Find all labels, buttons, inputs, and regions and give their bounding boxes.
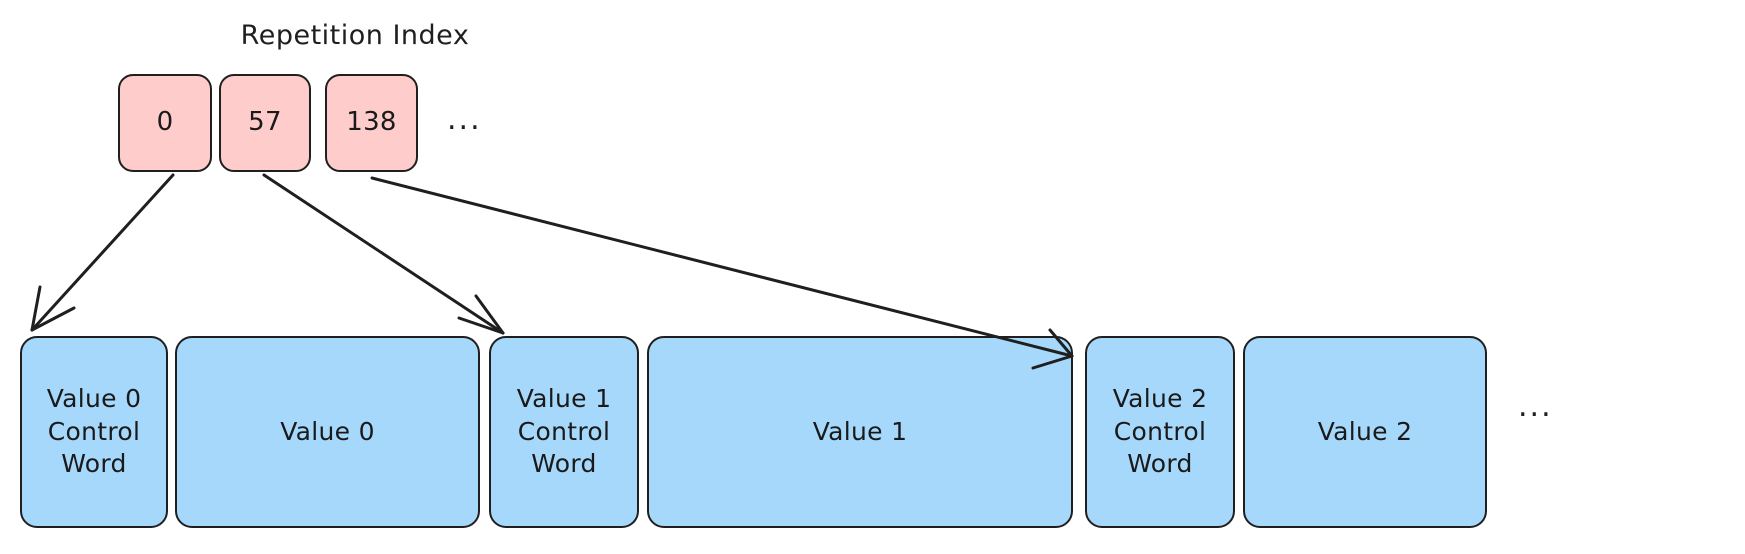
value-1-block[interactable]: Value 1 [647, 336, 1073, 528]
block-label: Value 0 Control Word [46, 384, 142, 479]
block-label: Value 2 Control Word [1112, 384, 1208, 479]
repetition-index-ellipsis: ... [447, 102, 482, 137]
value-row-ellipsis: ... [1518, 389, 1553, 424]
block-label: Value 1 Control Word [516, 384, 612, 479]
value-0-control-word-block[interactable]: Value 0 Control Word [20, 336, 168, 528]
block-label: Value 1 [812, 416, 908, 446]
repetition-index-cell-0[interactable]: 0 [118, 74, 212, 172]
value-2-control-word-block[interactable]: Value 2 Control Word [1085, 336, 1235, 528]
repetition-index-cell-1[interactable]: 57 [219, 74, 311, 172]
value-2-block[interactable]: Value 2 [1243, 336, 1487, 528]
block-label: Value 0 [280, 416, 375, 446]
arrow-index1-to-value1-control-word [262, 173, 505, 335]
value-0-block[interactable]: Value 0 [175, 336, 480, 528]
repetition-index-cell-2[interactable]: 138 [325, 74, 418, 172]
arrow-index0-to-value0-control-word [30, 173, 175, 332]
block-label: Value 2 [1317, 416, 1413, 446]
value-1-control-word-block[interactable]: Value 1 Control Word [489, 336, 639, 528]
diagram-title: Repetition Index [240, 20, 470, 51]
